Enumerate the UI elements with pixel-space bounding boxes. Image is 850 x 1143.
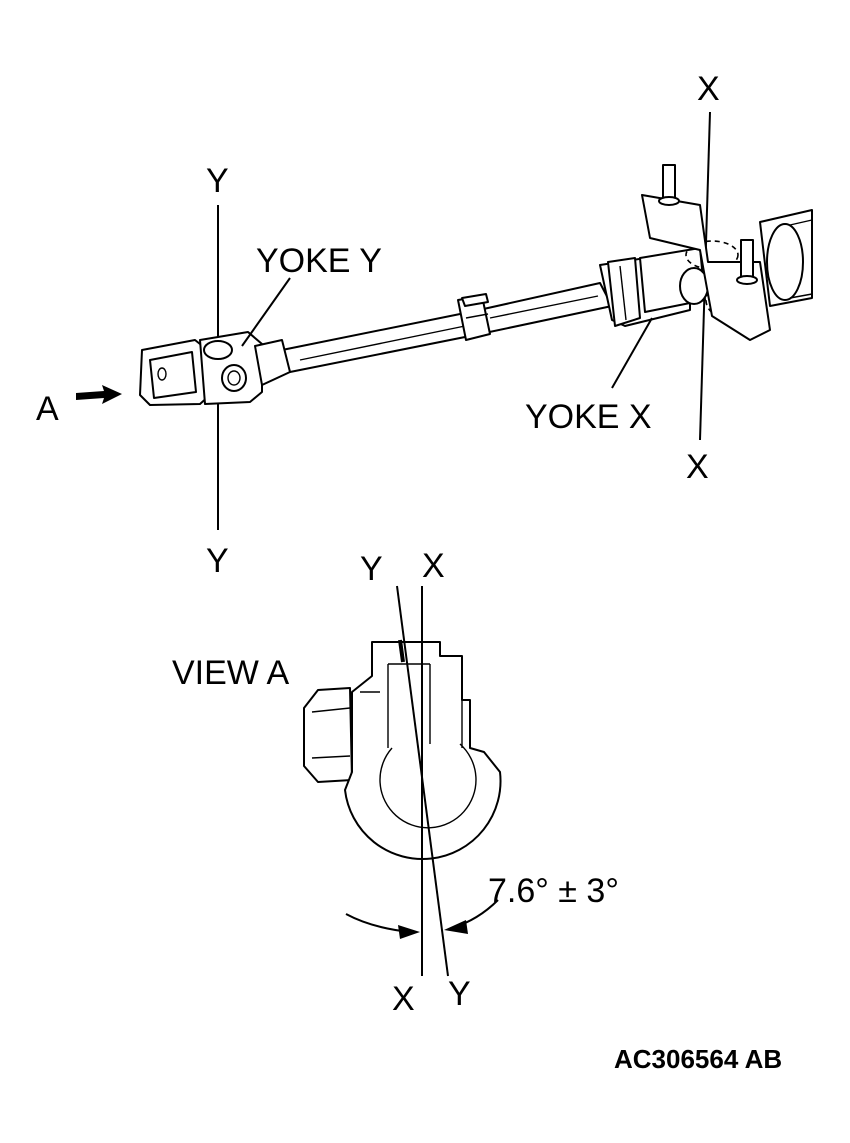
yoke-y-leader	[241, 277, 291, 347]
view-a-axis-y-top: Y	[360, 550, 383, 588]
view-a-slot	[387, 664, 431, 748]
yoke-x	[607, 257, 641, 327]
view-a-axis-y-bottom: Y	[448, 975, 471, 1013]
view-a-axis-x-top: X	[422, 547, 445, 585]
yoke-x-leader	[611, 317, 653, 389]
angle-arrow-left	[398, 925, 420, 939]
axis-x-top-label: X	[697, 70, 720, 108]
intermediate-shaft	[281, 282, 613, 373]
view-a-detail	[303, 585, 502, 977]
view-a-y-axis	[396, 585, 449, 977]
steering-shaft-assembly	[76, 111, 813, 530]
angle-arrow-right	[444, 920, 468, 934]
view-a-bore	[379, 743, 477, 829]
yoke-y-label: YOKE Y	[256, 242, 382, 280]
column-bracket	[641, 194, 771, 341]
view-a-axis-x-bottom: X	[392, 980, 415, 1018]
view-a-side-lug	[303, 687, 353, 783]
arrow-a-label: A	[36, 390, 59, 428]
axis-y-bottom-label: Y	[206, 542, 229, 580]
view-a-arrow	[76, 385, 122, 404]
angle-tolerance-label: 7.6° ± 3°	[488, 872, 619, 910]
yoke-x-label: YOKE X	[525, 398, 652, 436]
figure-code: AC306564 AB	[614, 1044, 782, 1074]
axis-x-bottom-label: X	[686, 448, 709, 486]
axis-y-top-label: Y	[206, 162, 229, 200]
view-a-label: VIEW A	[172, 654, 289, 692]
